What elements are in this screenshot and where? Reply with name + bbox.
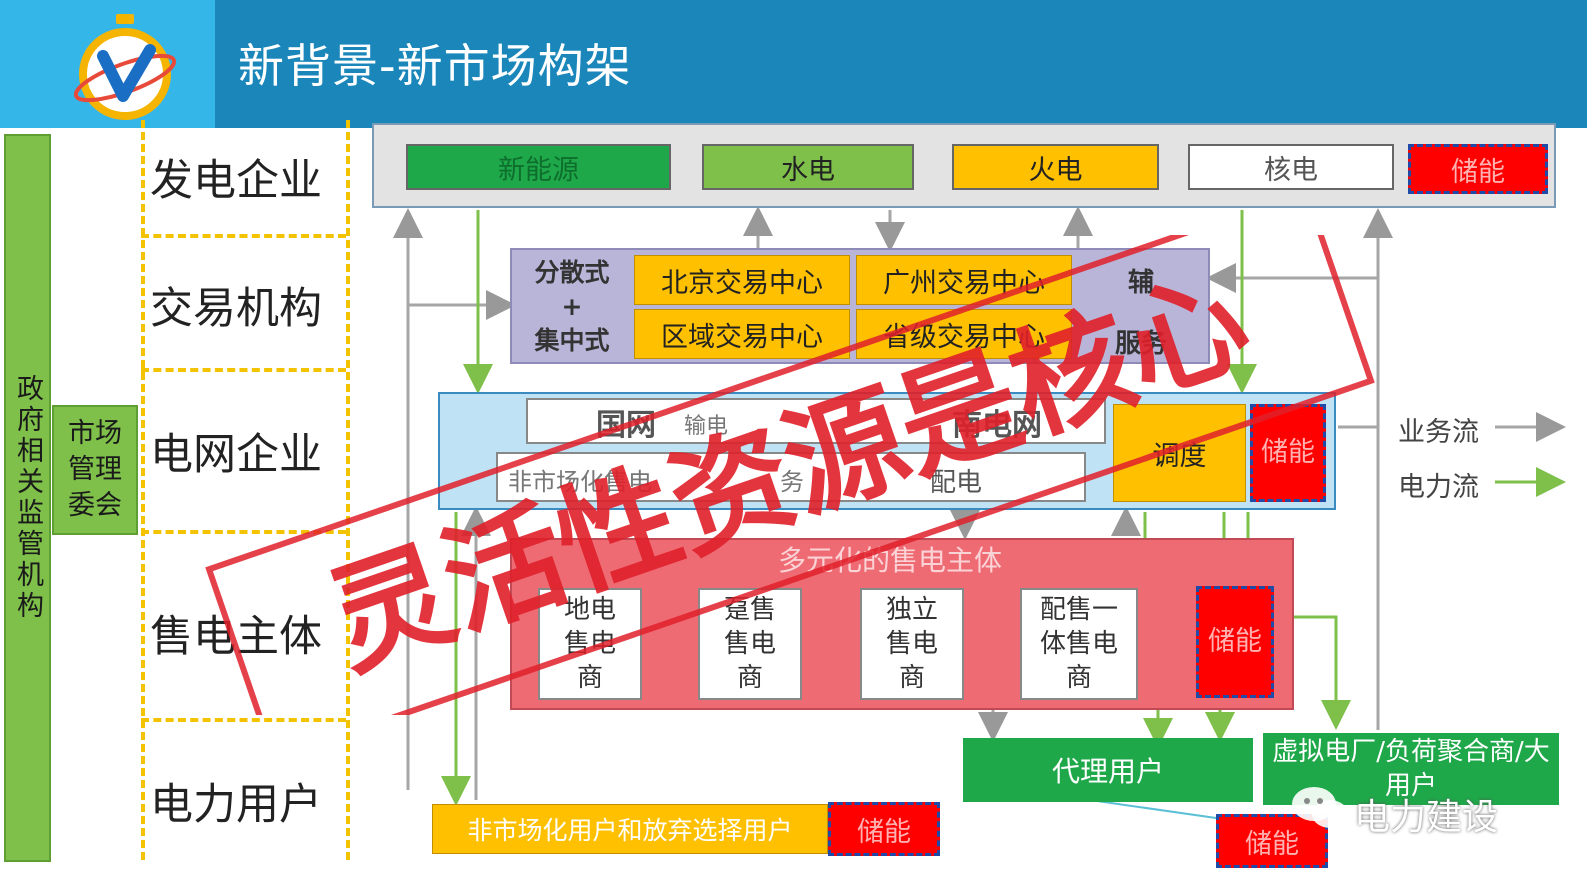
wechat-icon [1292, 787, 1348, 828]
nonmarket-users-storage: 储能 [828, 802, 940, 856]
trading-mode: 分散式 + 集中式 [516, 254, 628, 360]
watermark-text: 电力建设 [1354, 797, 1499, 838]
row-label-generation: 发电企业 [150, 156, 322, 206]
row-divider-left [141, 120, 145, 860]
retail-storage: 储能 [1196, 586, 1274, 698]
retail-independent: 独立售电商 [860, 588, 964, 700]
ancillary-service-label-partial: 服务 [1114, 328, 1167, 359]
gen-thermal: 火电 [952, 144, 1159, 190]
gen-hydro: 水电 [702, 144, 914, 190]
wechat-watermark: 电力建设 [1290, 778, 1530, 838]
page-title: 新背景-新市场构架 [238, 39, 632, 93]
provincial-trading-center: 省级交易中心 [856, 309, 1072, 359]
retail-distribution-integrated: 配售一体售电商 [1020, 588, 1138, 700]
retail-wholesale: 趸售售电商 [698, 588, 802, 700]
service-label-partial: 务 [780, 468, 804, 496]
distribution-label: 配电 [930, 468, 983, 498]
market-committee-box: 市场管理委会 [52, 405, 138, 535]
beijing-trading-center: 北京交易中心 [634, 255, 850, 305]
nonmarket-retail-label: 非市场化售电 [508, 468, 652, 496]
southern-grid-label-partial: 南电网 [952, 408, 1042, 443]
grid-storage: 储能 [1250, 404, 1326, 502]
row-label-users: 电力用户 [150, 780, 322, 830]
dispatch-box: 调度 [1113, 404, 1246, 502]
gen-storage: 储能 [1408, 144, 1548, 194]
gen-new-energy: 新能源 [406, 144, 671, 190]
legend-power-flow: 电力流 [1398, 472, 1479, 503]
row-divider [141, 718, 346, 722]
retail-local-grid: 地电售电商 [538, 588, 642, 700]
trading-mode-centralized: 集中式 [534, 326, 610, 355]
agent-users-box: 代理用户 [963, 738, 1253, 802]
legend-business-flow: 业务流 [1398, 417, 1479, 448]
state-grid-label: 国网 [596, 408, 656, 443]
nonmarket-users-box: 非市场化用户和放弃选择用户 [432, 804, 828, 854]
stopwatch-logo-icon [73, 14, 177, 120]
regional-trading-center: 区域交易中心 [634, 309, 850, 359]
ancillary-label-partial: 辅 [1127, 267, 1154, 298]
transmission-label-partial: 输电 [684, 414, 729, 439]
trading-mode-plus: + [561, 292, 583, 321]
regulator-column: 政府相关监管机构 [4, 134, 51, 862]
gen-nuclear: 核电 [1188, 144, 1394, 190]
guangzhou-trading-center: 广州交易中心 [856, 255, 1072, 305]
vpp-storage: 储能 [1216, 814, 1328, 868]
trading-mode-decentralized: 分散式 [534, 258, 610, 287]
retail-panel-title: 多元化的售电主体 [777, 544, 1002, 577]
